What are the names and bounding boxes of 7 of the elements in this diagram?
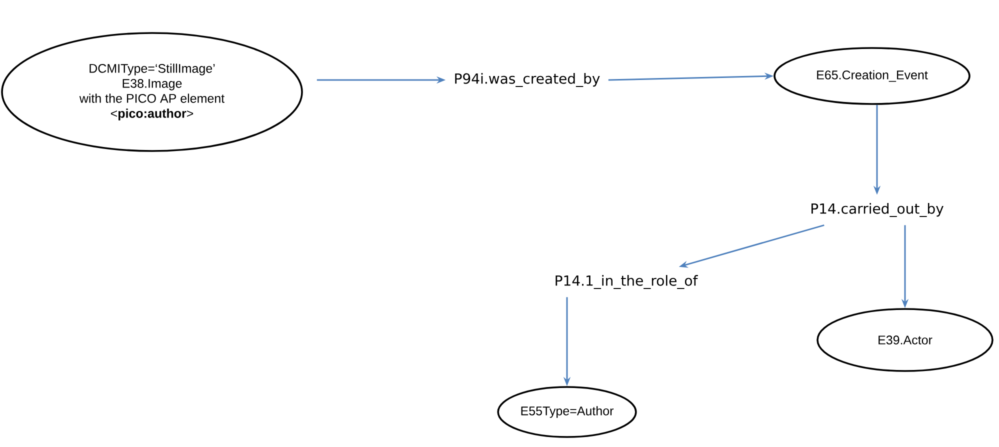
property-label: P14.carried_out_by: [812, 203, 944, 217]
property-label: P14.1_in_the_role_of: [556, 275, 698, 289]
ellipse-node: E55Type=Author: [497, 386, 637, 438]
property-label: P94i.was_created_by: [455, 73, 600, 87]
ellipse-node: DCMIType=‘StillImage’ E38.Image with the PICO AP element <pico:author>: [1, 32, 303, 152]
ellipse-node: E39.Actor: [816, 308, 994, 372]
ellipse-node: E65.Creation_Event: [774, 47, 970, 105]
